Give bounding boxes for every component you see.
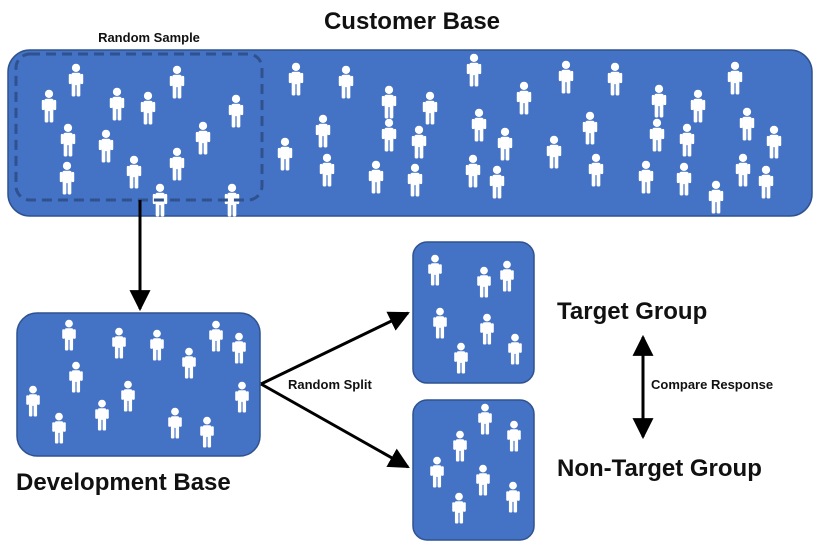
development-base-box <box>16 312 261 457</box>
non-target-group-box <box>412 399 535 541</box>
compare-response-label: Compare Response <box>651 377 773 392</box>
split-to-target-arrow <box>260 311 410 386</box>
non-target-group-label: Non-Target Group <box>557 455 762 482</box>
customer-base-box <box>7 49 813 217</box>
random-split-label: Random Split <box>288 377 372 392</box>
customer-base-title: Customer Base <box>324 8 500 35</box>
random-sample-label: Random Sample <box>98 30 200 45</box>
development-base-label: Development Base <box>16 469 231 496</box>
split-to-non-target-arrow <box>260 382 410 469</box>
target-group-label: Target Group <box>557 298 707 325</box>
